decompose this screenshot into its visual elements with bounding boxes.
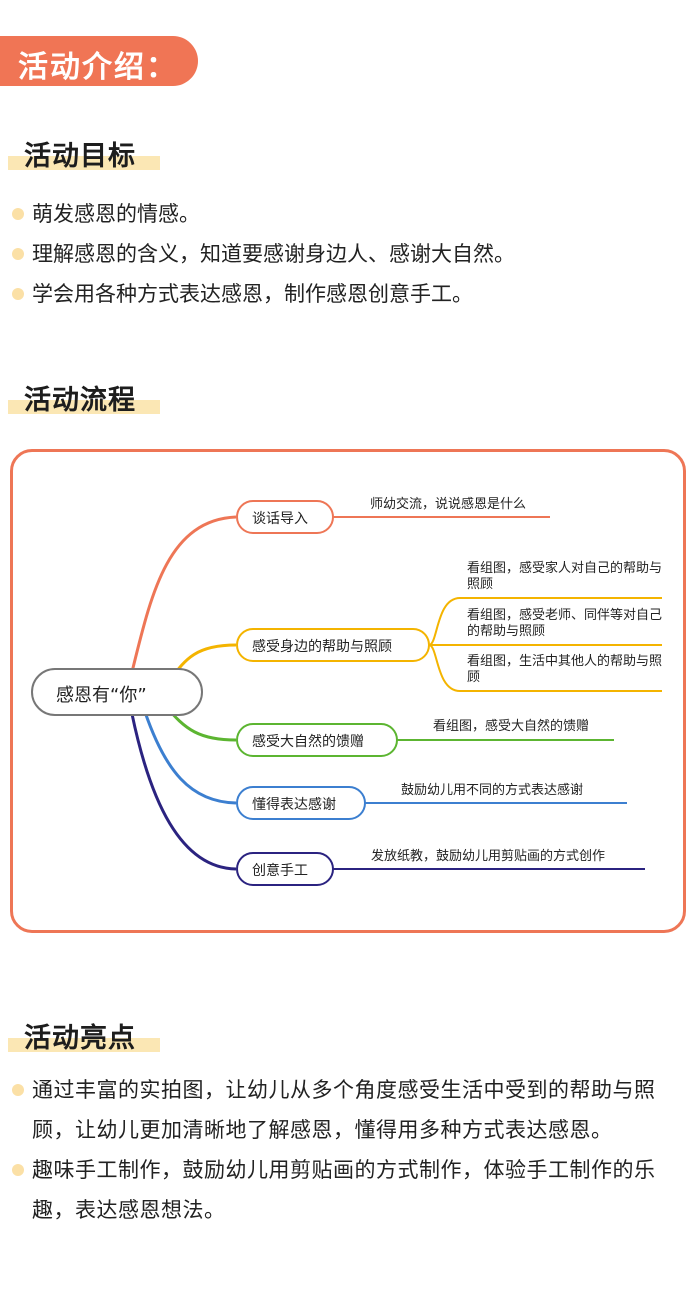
leaf-label: 看组图，感受家人对自己的帮助与照顾: [467, 561, 663, 592]
section-title-highlights: 活动亮点: [8, 1014, 160, 1054]
intro-banner-title: 活动介绍：: [18, 50, 178, 85]
goal-text: 学会用各种方式表达感恩，制作感恩创意手工。: [32, 282, 473, 306]
leaf-label: 师幼交流，说说感恩是什么: [370, 497, 527, 512]
goal-text: 萌发感恩的情感。: [32, 202, 200, 226]
leaf-connector: [428, 597, 461, 646]
leaf-label: 看组图，感受大自然的馈赠: [433, 719, 590, 734]
highlights-list: 通过丰富的实拍图，让幼儿从多个角度感受生活中受到的帮助与照顾，让幼儿更加清晰地了…: [10, 1070, 690, 1230]
title-highlight-bar: [8, 1038, 160, 1052]
goals-title-text: 活动目标: [24, 141, 136, 172]
leaf-connector: [428, 644, 461, 692]
highlight-item: 趣味手工制作，鼓励幼儿用剪贴画的方式制作，体验手工制作的乐趣，表达感恩想法。: [10, 1150, 690, 1230]
title-highlight-bar: [8, 156, 160, 170]
goal-item: 萌发感恩的情感。: [10, 194, 690, 234]
goals-list: 萌发感恩的情感。 理解感恩的含义，知道要感谢身边人、感谢大自然。 学会用各种方式…: [10, 194, 690, 314]
section-title-process: 活动流程: [8, 376, 160, 416]
bullet-dot-icon: [12, 1164, 24, 1176]
highlights-title-text: 活动亮点: [24, 1023, 136, 1054]
leaf-label: 看组图，感受老师、同伴等对自己的帮助与照顾: [467, 608, 663, 639]
branch-curve: [143, 711, 237, 805]
intro-banner: 活动介绍：: [0, 36, 198, 86]
process-title-text: 活动流程: [24, 385, 136, 416]
bullet-dot-icon: [12, 288, 24, 300]
branch-curve: [128, 515, 237, 681]
title-highlight-bar: [8, 400, 160, 414]
goal-item: 理解感恩的含义，知道要感谢身边人、感谢大自然。: [10, 234, 690, 274]
branch-label: 感受大自然的馈赠: [252, 734, 364, 750]
leaf-label: 发放纸教，鼓励幼儿用剪贴画的方式创作: [371, 849, 606, 864]
highlight-item: 通过丰富的实拍图，让幼儿从多个角度感受生活中受到的帮助与照顾，让幼儿更加清晰地了…: [10, 1070, 690, 1150]
bullet-dot-icon: [12, 1084, 24, 1096]
bullet-dot-icon: [12, 248, 24, 260]
branch-curve: [130, 713, 237, 871]
branch-label: 谈话导入: [252, 511, 308, 527]
goal-item: 学会用各种方式表达感恩，制作感恩创意手工。: [10, 274, 690, 314]
highlight-text: 通过丰富的实拍图，让幼儿从多个角度感受生活中受到的帮助与照顾，让幼儿更加清晰地了…: [32, 1078, 656, 1142]
branch-label: 感受身边的帮助与照顾: [252, 639, 392, 655]
mindmap-root-node: [31, 668, 203, 716]
leaf-label: 鼓励幼儿用不同的方式表达感谢: [401, 783, 584, 798]
bullet-dot-icon: [12, 208, 24, 220]
section-title-goals: 活动目标: [8, 132, 160, 172]
mindmap-frame: [10, 449, 686, 933]
branch-label: 懂得表达感谢: [252, 797, 336, 813]
branch-label: 创意手工: [252, 863, 308, 879]
highlight-text: 趣味手工制作，鼓励幼儿用剪贴画的方式制作，体验手工制作的乐趣，表达感恩想法。: [32, 1158, 656, 1222]
leaf-label: 看组图，生活中其他人的帮助与照顾: [467, 654, 663, 685]
mindmap-root-label: 感恩有“你”: [56, 685, 147, 706]
goal-text: 理解感恩的含义，知道要感谢身边人、感谢大自然。: [32, 242, 515, 266]
